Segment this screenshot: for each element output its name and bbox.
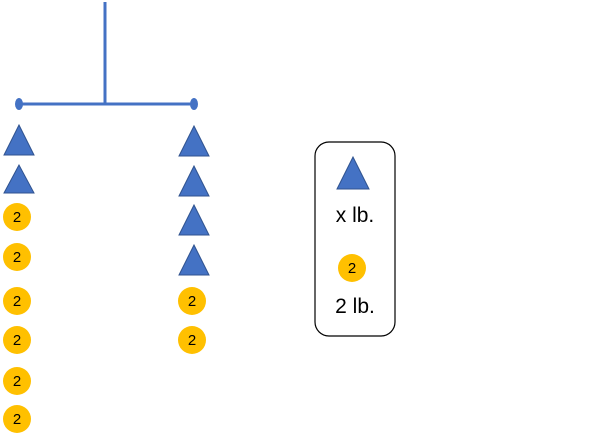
right-coin-weight: 2 (178, 326, 206, 354)
coin-value: 2 (13, 411, 21, 428)
coin-value: 2 (13, 249, 21, 266)
hanger-right-hook (190, 98, 198, 110)
coin-circle (3, 203, 31, 231)
coin-circle (178, 287, 206, 315)
left-coin-weight: 2 (3, 203, 31, 231)
right-triangle-weight (178, 124, 210, 157)
left-coin-weight: 2 (3, 367, 31, 395)
coin-circle (3, 287, 31, 315)
coin-value: 2 (188, 332, 196, 349)
right-side-weights: 2 2 (178, 124, 210, 354)
coin-value: 2 (13, 332, 21, 349)
legend-coin-icon (338, 254, 366, 282)
right-triangle-weight (178, 164, 210, 197)
left-triangle-weight (3, 123, 35, 156)
coin-value: 2 (13, 209, 21, 226)
coin-value: 2 (13, 293, 21, 310)
left-coin-weight: 2 (3, 326, 31, 354)
legend-coin-value: 2 (348, 260, 356, 277)
coin-value: 2 (13, 373, 21, 390)
left-coin-weight: 2 (3, 243, 31, 271)
coin-value: 2 (188, 293, 196, 310)
coin-circle (3, 405, 31, 433)
left-triangle-weight (3, 163, 35, 194)
legend: x lb. 2 2 lb. (314, 141, 396, 337)
legend-box (314, 141, 396, 337)
right-coin-weight: 2 (178, 287, 206, 315)
hanger-left-hook (15, 98, 23, 110)
left-side-weights: 2 2 2 2 2 2 (3, 123, 35, 433)
left-coin-weight: 2 (3, 405, 31, 433)
coin-circle (3, 367, 31, 395)
legend-triangle-icon (336, 155, 370, 190)
legend-triangle-label: x lb. (336, 204, 375, 227)
coin-circle (3, 243, 31, 271)
legend-coin-label: 2 lb. (335, 295, 375, 318)
right-triangle-weight (178, 243, 210, 276)
coin-circle (178, 326, 206, 354)
coin-circle (3, 326, 31, 354)
right-triangle-weight (178, 203, 210, 236)
left-coin-weight: 2 (3, 287, 31, 315)
